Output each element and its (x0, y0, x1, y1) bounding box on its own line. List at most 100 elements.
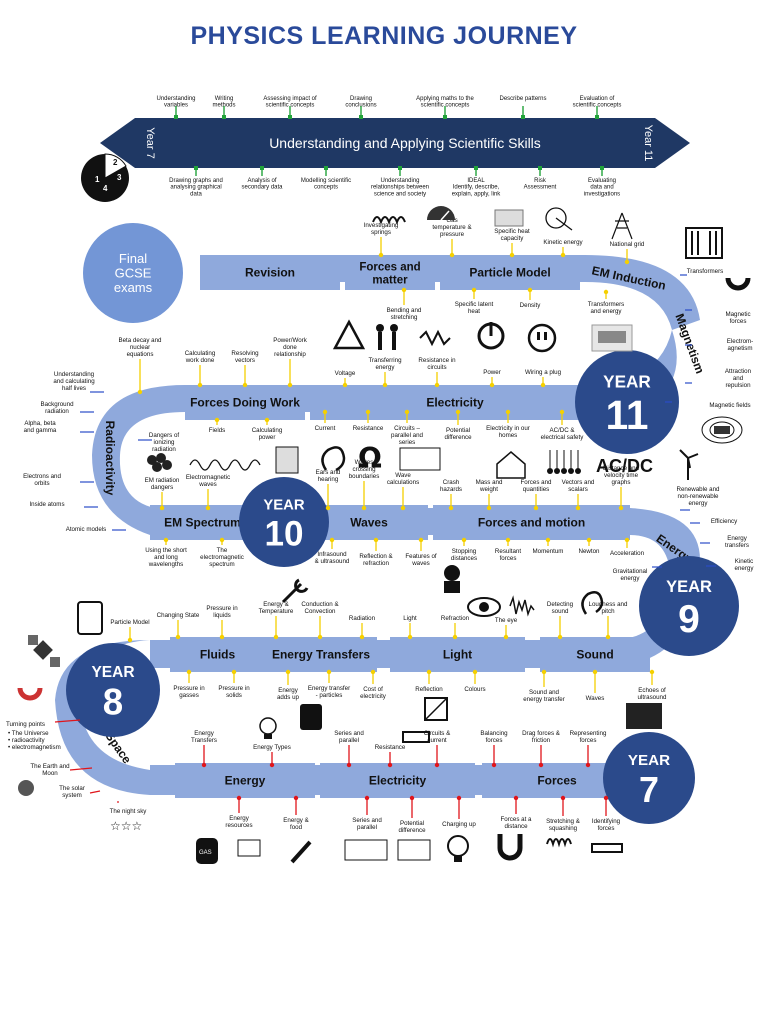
svg-text:☆☆☆: ☆☆☆ (110, 819, 142, 833)
svg-text:1: 1 (95, 175, 100, 184)
circuits-ps-dot (404, 409, 410, 415)
space-connector (89, 790, 101, 794)
energy-temp-dot (273, 634, 279, 640)
drag-friction-dot (538, 762, 544, 768)
spring-icon (372, 216, 406, 225)
bending-stretching-dot (401, 287, 407, 293)
year-10-circle (239, 477, 329, 567)
people-icon (376, 324, 398, 350)
kinetic-energy-dot (560, 252, 566, 258)
infrasound-dot (329, 537, 335, 543)
module-particle-model-title: Particle Model (469, 266, 550, 280)
skills-banner-arrow (100, 118, 690, 168)
identifying-dot (603, 795, 609, 801)
energy-types-label: Energy Types (253, 744, 291, 751)
svg-text:AC/DC: AC/DC (596, 456, 653, 476)
detecting-sound-dot (557, 634, 563, 640)
refraction-dot (452, 634, 458, 640)
resistance-label: Resistance (353, 425, 384, 432)
year-11-label: YEAR (603, 371, 651, 391)
atomic-models-label: Atomic models (66, 526, 107, 533)
tablet-icon (77, 601, 103, 635)
skill-bottom-marker (260, 166, 264, 170)
changing-state-label: Changing State (157, 612, 200, 619)
mass-weight-dot (486, 505, 492, 511)
food-icon (290, 840, 312, 864)
resistor-icon-2 (402, 731, 430, 743)
beta-decay-dot (137, 389, 143, 395)
space-connector (69, 767, 93, 771)
transformers-label: Transformers (687, 268, 724, 275)
series-parallel-bot-dot (364, 795, 370, 801)
fields-label: Fields (209, 427, 226, 434)
circuit-icon-2 (344, 839, 388, 861)
particle-model-y8-label: Particle Model (110, 619, 149, 626)
pressure-gasses-dot (186, 669, 192, 675)
infrasound-label: Infrasound& ultrasound (315, 551, 350, 565)
module-sound-box (540, 637, 650, 672)
year-11-number: 11 (606, 392, 649, 438)
wind-turbine-icon (679, 449, 699, 480)
energy-food-label: Energy &food (283, 817, 309, 831)
energy-adds-up-dot (285, 669, 291, 675)
newton-dot (586, 537, 592, 543)
omega-icon: Ω (358, 442, 382, 475)
colours-label: Colours (464, 686, 485, 693)
satellite-icon (28, 635, 60, 667)
distance-velocity-dot (618, 505, 624, 511)
ears-hearing-dot (325, 505, 331, 511)
svg-text:2: 2 (113, 158, 118, 167)
electromagnetism-label: Electrom-agnetism (727, 338, 753, 352)
current-label: Current (315, 425, 336, 432)
conduction-dot (317, 634, 323, 640)
module-electricity-y11-title: Electricity (426, 396, 484, 410)
module-radioactivity-title: Radioactivity (103, 421, 117, 496)
module-electricity-y11-box (310, 385, 600, 420)
particle-model-y8-dot (127, 637, 133, 643)
forces-quantities-dot (533, 505, 539, 511)
skill-top-marker (174, 115, 178, 119)
resistor-icon (419, 329, 451, 347)
circuit-icon-3 (397, 839, 431, 861)
plug-icon (527, 323, 557, 353)
skills-banner-title: Understanding and Applying Scientific Sk… (269, 135, 541, 151)
year-10-label: YEAR (263, 497, 305, 513)
svg-text:4: 4 (103, 184, 108, 193)
the-eye-label: The eye (495, 617, 518, 624)
efficiency-label: Efficiency (711, 518, 738, 525)
module-energy-y7-title: Energy (225, 774, 266, 788)
house-icon (496, 451, 526, 479)
module-light-box (390, 637, 525, 672)
